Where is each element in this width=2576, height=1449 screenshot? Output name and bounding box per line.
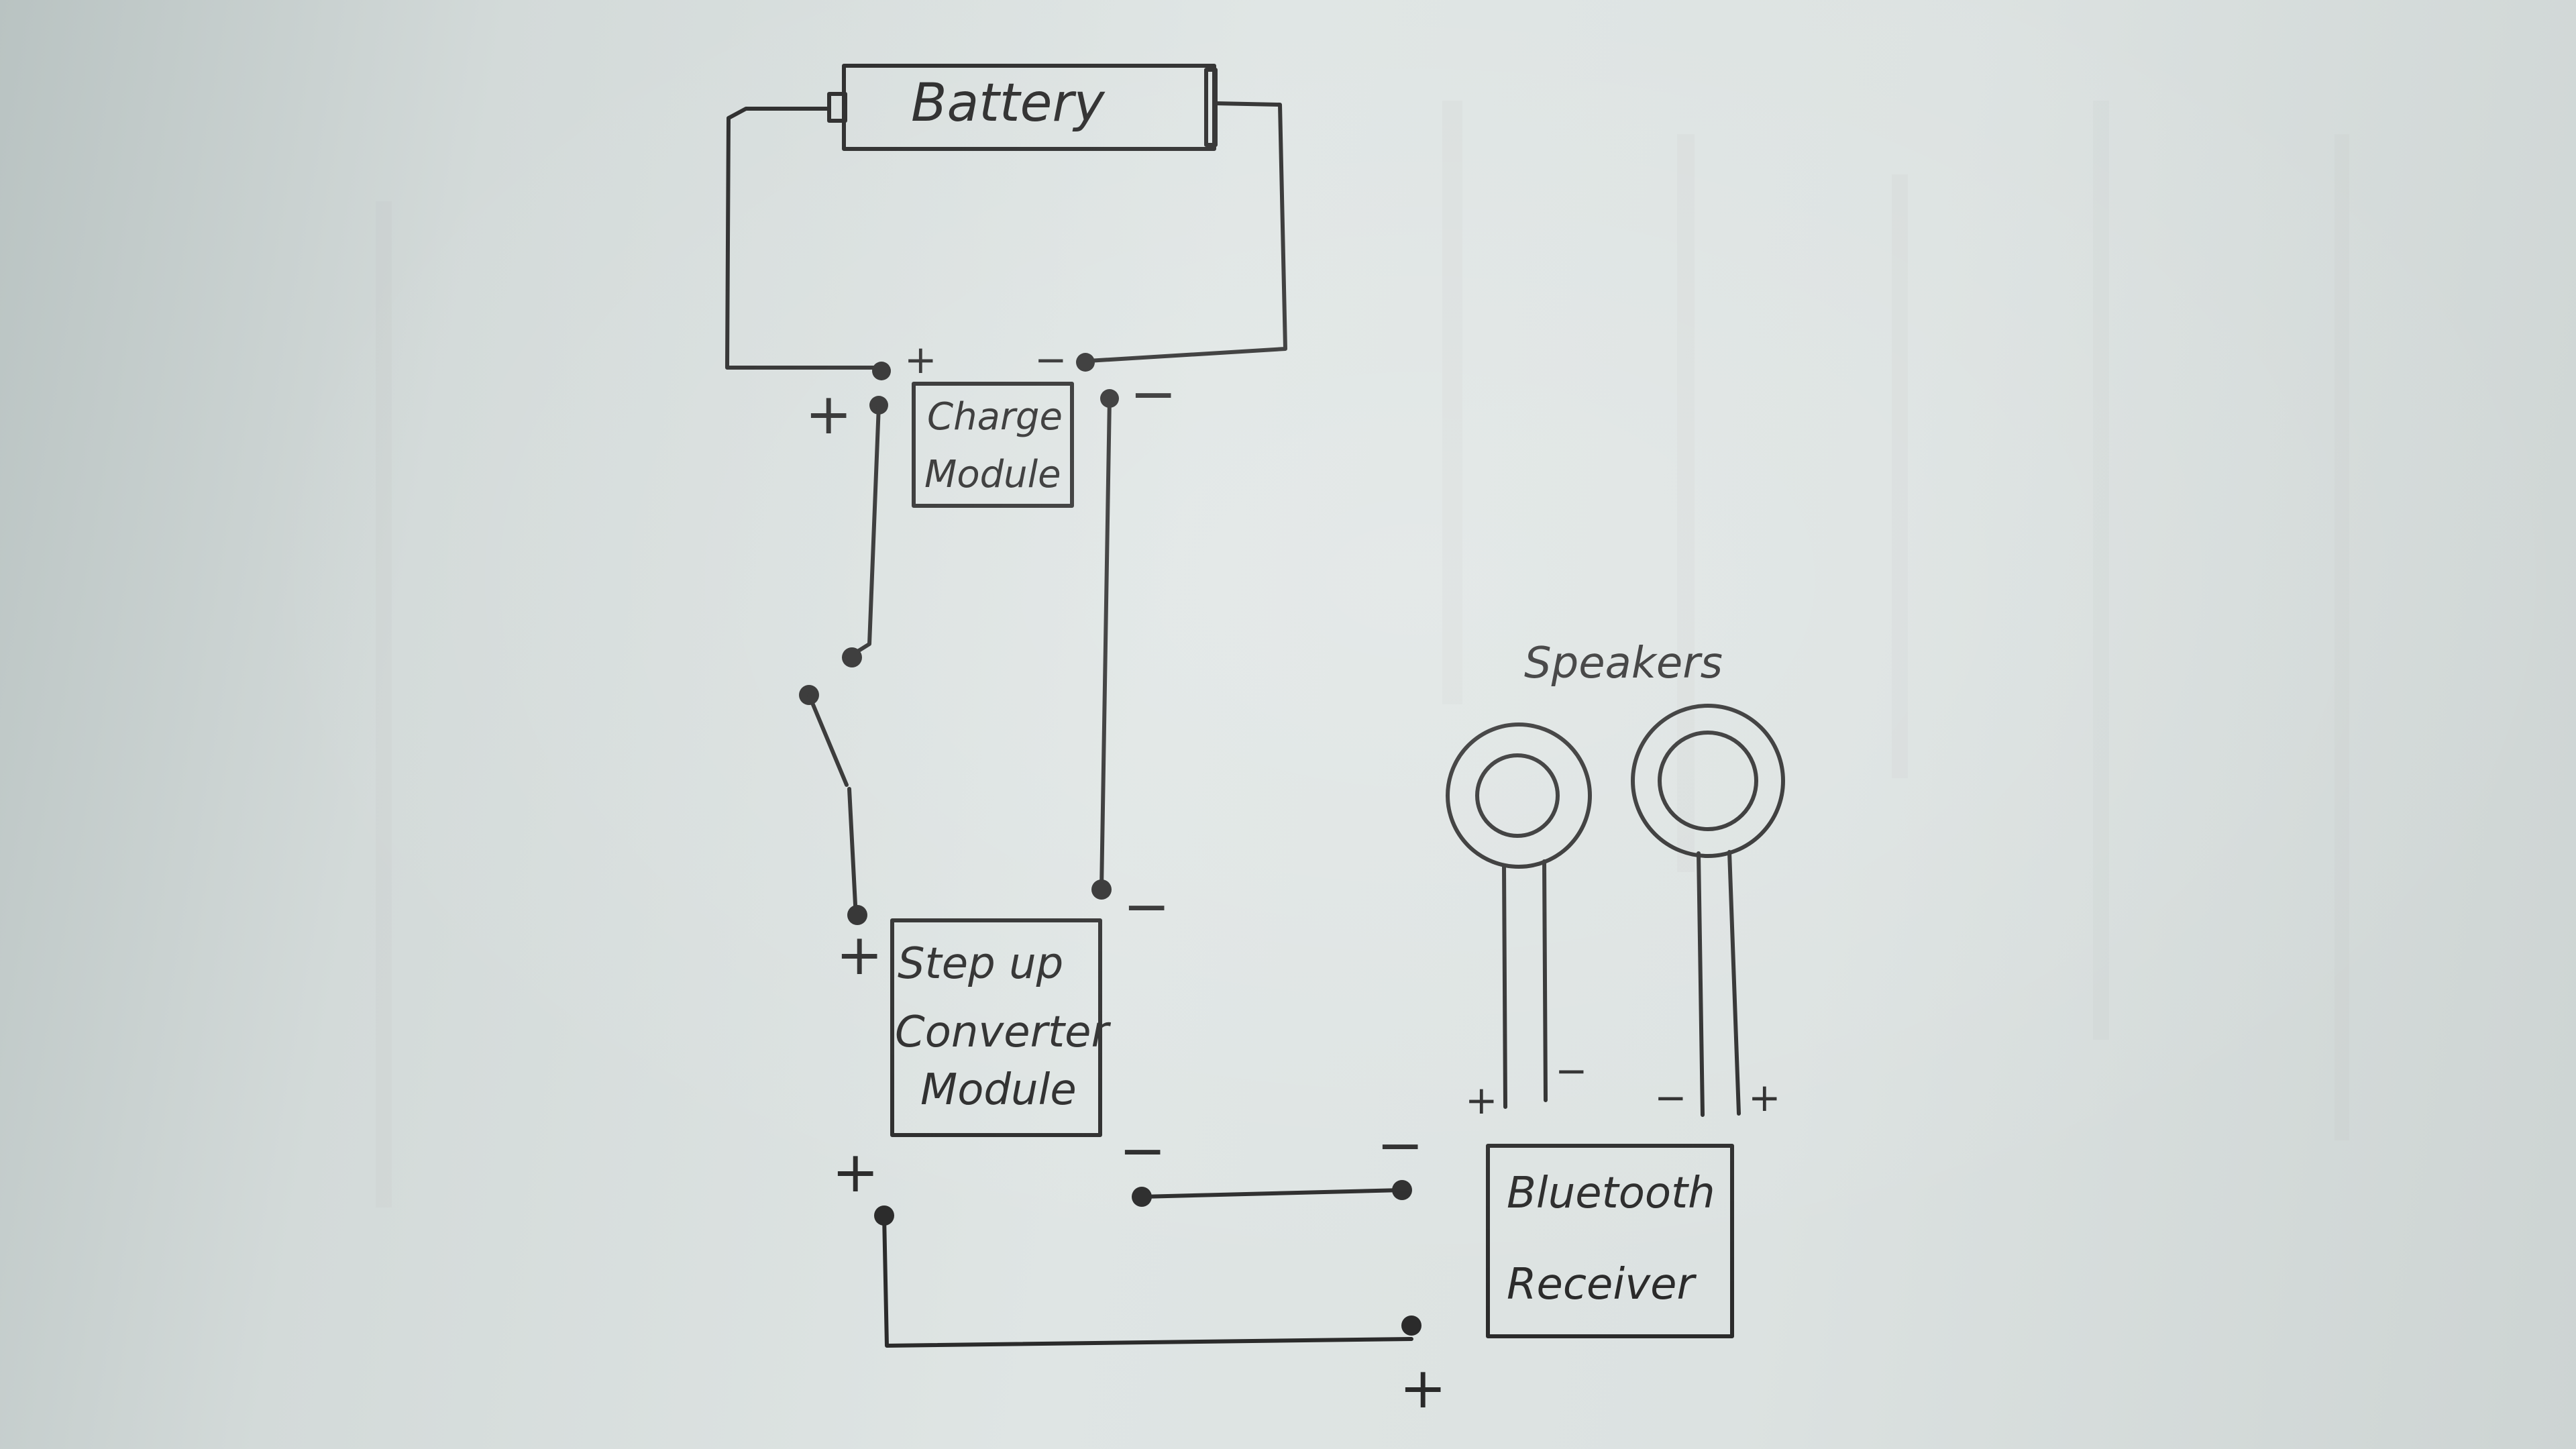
- switch: [799, 685, 858, 920]
- sign-speaker-left-minus: −: [1555, 1048, 1588, 1093]
- charge-module-box: [912, 382, 1074, 508]
- sign-charge-out-minus: −: [1130, 361, 1177, 427]
- wire-battery-plus: [725, 107, 881, 370]
- switch-lever: [807, 693, 849, 787]
- wire-charge-plus-to-switch: [846, 403, 881, 659]
- sign-speaker-right-plus: +: [1748, 1075, 1781, 1120]
- step-up-converter-module: Step up Converter Module: [890, 918, 1111, 1137]
- wire-stepup-plus-to-bt: [882, 1214, 1413, 1348]
- sign-speaker-left-plus: +: [1465, 1077, 1498, 1123]
- step-up-label-2: Converter: [895, 1008, 1111, 1057]
- speaker-right: − +: [1631, 704, 1785, 1120]
- wire-charge-minus-to-stepup: [1099, 396, 1112, 892]
- step-up-label-1: Step up: [898, 939, 1063, 989]
- sign-bt-in-minus: −: [1377, 1112, 1424, 1178]
- speakers-label: Speakers: [1524, 639, 1723, 688]
- sign-stepup-in-minus: −: [1123, 873, 1170, 939]
- speaker-right-wire-plus: [1727, 850, 1741, 1116]
- node-charge-batt-minus: [1076, 353, 1095, 372]
- speaker-left-outer: [1446, 722, 1592, 869]
- bluetooth-label-1: Bluetooth: [1507, 1169, 1715, 1218]
- speaker-left-wire-plus: [1502, 863, 1507, 1109]
- battery-label: Battery: [911, 73, 1106, 133]
- bluetooth-label-2: Receiver: [1507, 1260, 1697, 1309]
- battery-end-cap: [1204, 68, 1218, 147]
- sign-charge-batt-plus: +: [904, 337, 937, 382]
- sign-bt-in-plus: +: [1399, 1355, 1446, 1421]
- charge-module-label-1: Charge: [927, 395, 1063, 439]
- sign-stepup-out-minus: −: [1119, 1118, 1166, 1183]
- step-up-label-3: Module: [920, 1065, 1077, 1115]
- speaker-left: + −: [1446, 722, 1592, 1123]
- node-charge-batt-plus: [872, 362, 891, 380]
- node-switch-top: [842, 647, 862, 667]
- speaker-right-outer: [1631, 704, 1785, 858]
- sign-charge-out-plus: +: [805, 381, 852, 447]
- step-up-box: [890, 918, 1102, 1137]
- node-bt-in-plus: [1401, 1316, 1421, 1336]
- sign-stepup-in-plus: +: [836, 922, 883, 987]
- speaker-left-wire-minus: [1542, 859, 1548, 1102]
- speaker-right-wire-minus: [1697, 851, 1705, 1117]
- charge-module: Charge Module: [912, 382, 1074, 508]
- node-stepup-in-minus: [1091, 879, 1112, 900]
- wire-battery-minus: [1086, 101, 1287, 363]
- sign-speaker-right-minus: −: [1654, 1075, 1687, 1120]
- speaker-right-inner: [1658, 731, 1758, 831]
- speaker-left-inner: [1475, 753, 1560, 838]
- bluetooth-receiver: Bluetooth Receiver: [1486, 1144, 1734, 1338]
- bluetooth-box: [1486, 1144, 1734, 1338]
- node-stepup-in-plus: [847, 905, 867, 925]
- node-bt-in-minus: [1392, 1180, 1412, 1200]
- wire-stepup-minus-to-bt: [1140, 1188, 1404, 1199]
- bleed-through-texture: [376, 101, 2349, 1208]
- sign-stepup-out-plus: +: [832, 1139, 879, 1205]
- battery: Battery: [827, 64, 1218, 151]
- sign-charge-batt-minus: −: [1034, 337, 1067, 382]
- charge-module-label-2: Module: [924, 453, 1061, 496]
- wire-switch-to-stepup: [847, 787, 858, 920]
